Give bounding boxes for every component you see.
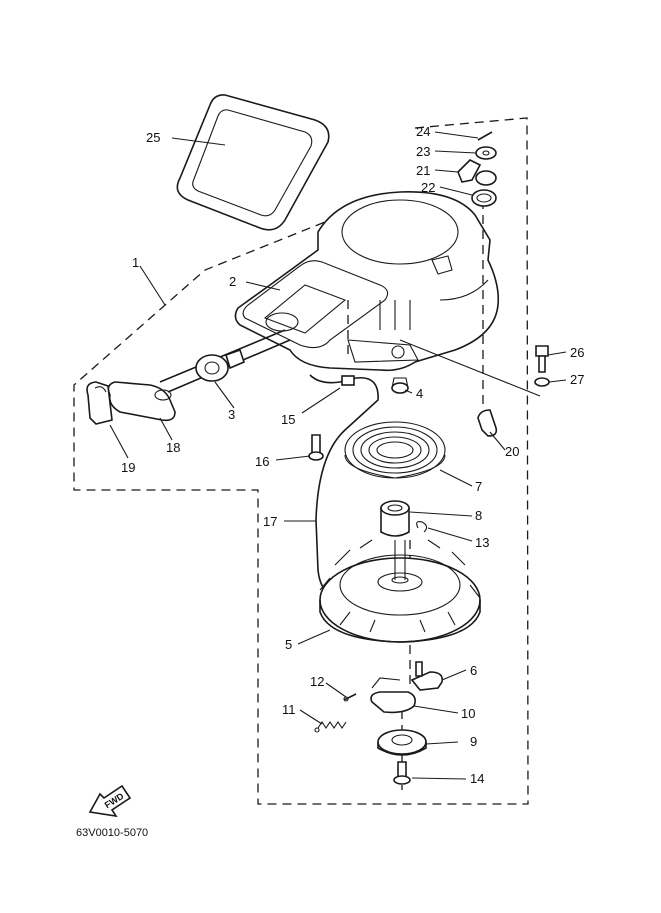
callout-17: 17 [263, 514, 277, 529]
callout-15: 15 [281, 412, 295, 427]
part-21-bracket [457, 159, 497, 186]
callout-8: 8 [475, 508, 482, 523]
callout-21: 21 [416, 163, 430, 178]
part-12-pin [343, 693, 357, 702]
part-5-sheave-drum [319, 539, 481, 643]
part-23-washer [475, 146, 497, 160]
callout-10: 10 [461, 706, 475, 721]
part-22-seal [471, 189, 497, 207]
part-16-screw [308, 434, 324, 461]
part-6-pawl [410, 661, 444, 691]
callout-3: 3 [228, 407, 235, 422]
callout-25: 25 [146, 130, 160, 145]
callout-27: 27 [570, 372, 584, 387]
part-13-clip [416, 521, 428, 533]
callout-26: 26 [570, 345, 584, 360]
part-20-clip [477, 409, 498, 437]
part-3-grommet [195, 348, 245, 382]
part-17-hose [309, 374, 379, 596]
callout-6: 6 [470, 663, 477, 678]
callout-23: 23 [416, 144, 430, 159]
assembly-boundary [73, 117, 529, 805]
leader-lines [109, 131, 567, 780]
part-1-starter-housing [234, 191, 500, 372]
part-26-bolt [535, 345, 549, 373]
callout-24: 24 [416, 124, 430, 139]
part-8-bushing [380, 500, 410, 537]
part-10-plate [370, 677, 416, 714]
part-19-lever [86, 381, 113, 425]
callout-9: 9 [470, 734, 477, 749]
drawing-code: 63V0010-5070 [76, 827, 148, 839]
callout-18: 18 [166, 440, 180, 455]
part-11-spring [314, 721, 347, 733]
callout-14: 14 [470, 771, 484, 786]
callout-7: 7 [475, 479, 482, 494]
callout-4: 4 [416, 386, 423, 401]
callout-2: 2 [229, 274, 236, 289]
callout-20: 20 [505, 444, 519, 459]
fwd-arrow-icon: FWD [88, 784, 132, 818]
callout-12: 12 [310, 674, 324, 689]
part-7-spiral-spring [344, 421, 446, 479]
callout-1: 1 [132, 255, 139, 270]
part-4-collar [391, 377, 409, 394]
part-9-cover [377, 729, 427, 756]
part-24-pin [477, 131, 493, 141]
part-25-gasket [176, 94, 330, 231]
part-27-washer [534, 377, 550, 387]
callout-13: 13 [475, 535, 489, 550]
callout-22: 22 [421, 180, 435, 195]
callout-19: 19 [121, 460, 135, 475]
callout-16: 16 [255, 454, 269, 469]
callout-11: 11 [282, 702, 296, 717]
part-14-bolt [393, 761, 411, 785]
callout-5: 5 [285, 637, 292, 652]
part-18-starter-handle [107, 381, 176, 422]
